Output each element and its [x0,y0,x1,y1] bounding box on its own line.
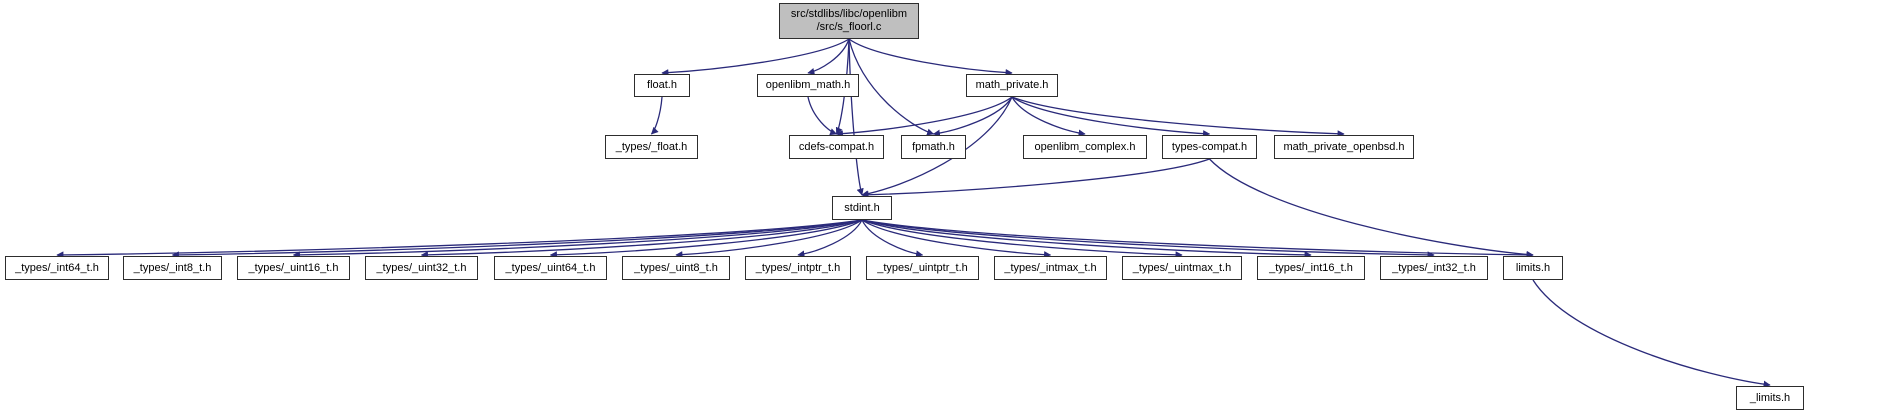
node-t_int64[interactable]: _types/_int64_t.h [5,256,109,280]
node-stdint[interactable]: stdint.h [832,196,892,220]
edge-stdint-to-t_uint64 [549,219,863,259]
edge-stdint-to-limits [861,219,1534,259]
node-limits[interactable]: limits.h [1503,256,1563,280]
node-float[interactable]: float.h [634,74,690,97]
node-types_compat[interactable]: types-compat.h [1162,135,1257,159]
edge-stdint-to-t_int32 [861,219,1435,259]
edge-stdint-to-t_int8 [171,219,863,259]
edge-stdint-to-t_uint8 [675,219,863,259]
node-label: _types/_uintptr_t.h [877,261,968,274]
node-t_uint16[interactable]: _types/_uint16_t.h [237,256,350,280]
node-label: _types/_intptr_t.h [755,261,841,274]
node-label: limits.h [1515,261,1551,274]
edge-stdint-to-t_uint16 [292,219,863,259]
node-label: _types/_uintmax_t.h [1132,261,1232,274]
node-math_private_openbsd[interactable]: math_private_openbsd.h [1274,135,1414,159]
edge-math_private-to-math_private_openbsd [1011,96,1345,138]
node-label: _types/_int16_t.h [1269,261,1353,274]
edge-stdint-to-t_uint32 [420,219,863,259]
node-label: openlibm_math.h [765,79,851,92]
node-label: _types/_intmax_t.h [1004,261,1097,274]
node-openlibm_complex[interactable]: openlibm_complex.h [1023,135,1147,159]
edge-stdint-to-t_intmax [861,219,1052,259]
node-t_int32[interactable]: _types/_int32_t.h [1380,256,1488,280]
node-openlibm_math[interactable]: openlibm_math.h [757,74,859,97]
node-label: src/stdlibs/libc/openlibm /src/s_floorl.… [790,8,908,33]
edge-stdint-to-t_intptr [797,219,863,258]
edge-stdint-to-t_int16 [861,219,1312,259]
node-label: math_private.h [975,79,1049,92]
edge-math_private-to-openlibm_complex [1011,96,1086,137]
node-t_uintmax[interactable]: _types/_uintmax_t.h [1122,256,1242,280]
edge-root-to-stdint [848,38,864,196]
edge-limits-to-_limits [1532,279,1771,388]
edge-math_private-to-stdint [861,96,1013,198]
node-label: _limits.h [1749,391,1791,404]
node-label: stdint.h [844,201,880,214]
node-label: float.h [647,79,677,92]
edge-stdint-to-t_uintptr [861,219,924,258]
node-t_uint64[interactable]: _types/_uint64_t.h [494,256,607,280]
edge-root-to-openlibm_math [807,38,850,75]
node-label: fpmath.h [912,140,955,153]
node-fpmath[interactable]: fpmath.h [901,135,966,159]
edge-math_private-to-fpmath [932,96,1013,137]
edge-math_private-to-types_compat [1011,96,1211,138]
edge-math_private-to-cdefs_compat [835,96,1013,138]
node-label: cdefs-compat.h [798,140,875,153]
node-label: _types/_uint8_t.h [634,261,718,274]
node-t_intptr[interactable]: _types/_intptr_t.h [745,256,851,280]
node-t_int8[interactable]: _types/_int8_t.h [123,256,222,280]
node-label: _types/_int32_t.h [1392,261,1476,274]
node-t_uint8[interactable]: _types/_uint8_t.h [622,256,730,280]
node-cdefs_compat[interactable]: cdefs-compat.h [789,135,884,159]
node-label: _types/_int8_t.h [133,261,212,274]
node-t_uint32[interactable]: _types/_uint32_t.h [365,256,478,280]
node-label: _types/_uint16_t.h [248,261,339,274]
node-math_private[interactable]: math_private.h [966,74,1058,97]
node-types_float[interactable]: _types/_float.h [605,135,698,159]
edge-root-to-float [661,38,850,77]
node-label: types-compat.h [1171,140,1248,153]
node-t_int16[interactable]: _types/_int16_t.h [1257,256,1365,280]
edge-stdint-to-t_int64 [56,219,863,259]
node-label: _types/_uint32_t.h [376,261,467,274]
node-t_uintptr[interactable]: _types/_uintptr_t.h [866,256,979,280]
edge-stdint-to-t_uintmax [861,219,1183,259]
edge-types_compat-to-limits [1209,158,1534,259]
node-label: openlibm_complex.h [1034,140,1136,153]
node-label: _types/_float.h [615,140,688,153]
node-label: _types/_uint64_t.h [505,261,596,274]
edge-root-to-math_private [848,38,1013,77]
edge-types_compat-to-stdint [861,158,1210,199]
edge-float-to-types_float [650,96,663,135]
node-label: _types/_int64_t.h [15,261,99,274]
node-t_intmax[interactable]: _types/_intmax_t.h [994,256,1107,280]
node-_limits[interactable]: _limits.h [1736,386,1804,410]
edge-root-to-fpmath [848,38,935,136]
node-label: math_private_openbsd.h [1283,140,1405,153]
edge-openlibm_math-to-cdefs_compat [807,96,838,136]
root-node-root[interactable]: src/stdlibs/libc/openlibm /src/s_floorl.… [779,3,919,39]
